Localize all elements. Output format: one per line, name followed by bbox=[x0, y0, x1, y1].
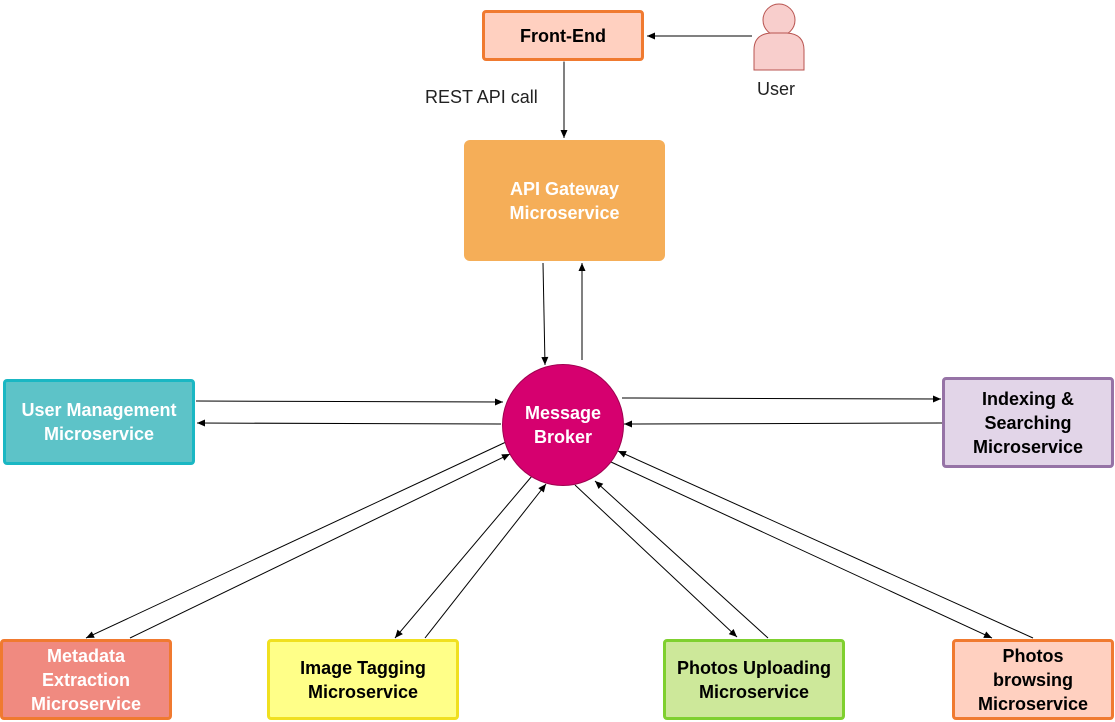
user-management-node: User Management Microservice bbox=[3, 379, 195, 465]
edge-uploading-broker bbox=[594, 480, 769, 639]
broker-line1: Message bbox=[524, 403, 602, 423]
metadata-extraction-node: Metadata Extraction Microservice bbox=[0, 639, 172, 720]
photos-browsing-node: Photos browsing Microservice bbox=[952, 639, 1114, 720]
edge-broker-indexing bbox=[621, 395, 942, 403]
api-gateway-line1: API Gateway bbox=[509, 178, 620, 199]
edge-metadata-broker bbox=[129, 453, 511, 639]
indexing-line3: Microservice bbox=[972, 436, 1084, 457]
edge-usermgmt-broker bbox=[195, 398, 504, 406]
user-actor-icon bbox=[753, 3, 805, 71]
api-gateway-line2: Microservice bbox=[509, 202, 620, 223]
api-gateway-node: API Gateway Microservice bbox=[464, 140, 665, 261]
indexing-searching-node: Indexing & Searching Microservice bbox=[942, 377, 1114, 468]
edge-broker-metadata bbox=[85, 441, 507, 639]
edge-broker-usermgmt bbox=[196, 419, 502, 427]
metadata-line3: Microservice bbox=[30, 693, 142, 714]
photos-uploading-node: Photos Uploading Microservice bbox=[663, 639, 845, 720]
broker-line2: Broker bbox=[533, 427, 593, 447]
indexing-line2: Searching bbox=[984, 412, 1072, 433]
actor-user-label: User bbox=[757, 79, 796, 99]
edge-broker-uploading bbox=[574, 484, 738, 638]
user-management-line1: User Management bbox=[21, 400, 177, 420]
uploading-line2: Microservice bbox=[698, 681, 810, 702]
frontend-label: Front-End bbox=[520, 25, 606, 46]
frontend-node: Front-End bbox=[482, 10, 644, 61]
edge-broker-tagging bbox=[394, 475, 533, 639]
edge-tagging-broker bbox=[424, 483, 547, 639]
browsing-line2: browsing bbox=[993, 669, 1073, 690]
message-broker-node: Message Broker bbox=[502, 364, 624, 486]
browsing-line3: Microservice bbox=[977, 693, 1089, 714]
edge-gateway-broker bbox=[541, 262, 549, 366]
browsing-line1: Photos bbox=[1002, 645, 1064, 666]
tagging-line2: Microservice bbox=[307, 681, 419, 702]
image-tagging-node: Image Tagging Microservice bbox=[267, 639, 459, 720]
metadata-line1: Metadata bbox=[46, 645, 126, 666]
edge-browsing-broker bbox=[617, 450, 1034, 639]
user-management-line2: Microservice bbox=[43, 424, 155, 444]
edge-label-rest-api: REST API call bbox=[425, 87, 538, 107]
tagging-line1: Image Tagging bbox=[300, 657, 426, 678]
indexing-line1: Indexing & bbox=[981, 388, 1074, 409]
uploading-line1: Photos Uploading bbox=[677, 657, 831, 678]
metadata-line2: Extraction bbox=[41, 669, 131, 690]
edge-broker-browsing bbox=[610, 461, 993, 639]
edge-indexing-broker bbox=[623, 420, 944, 428]
